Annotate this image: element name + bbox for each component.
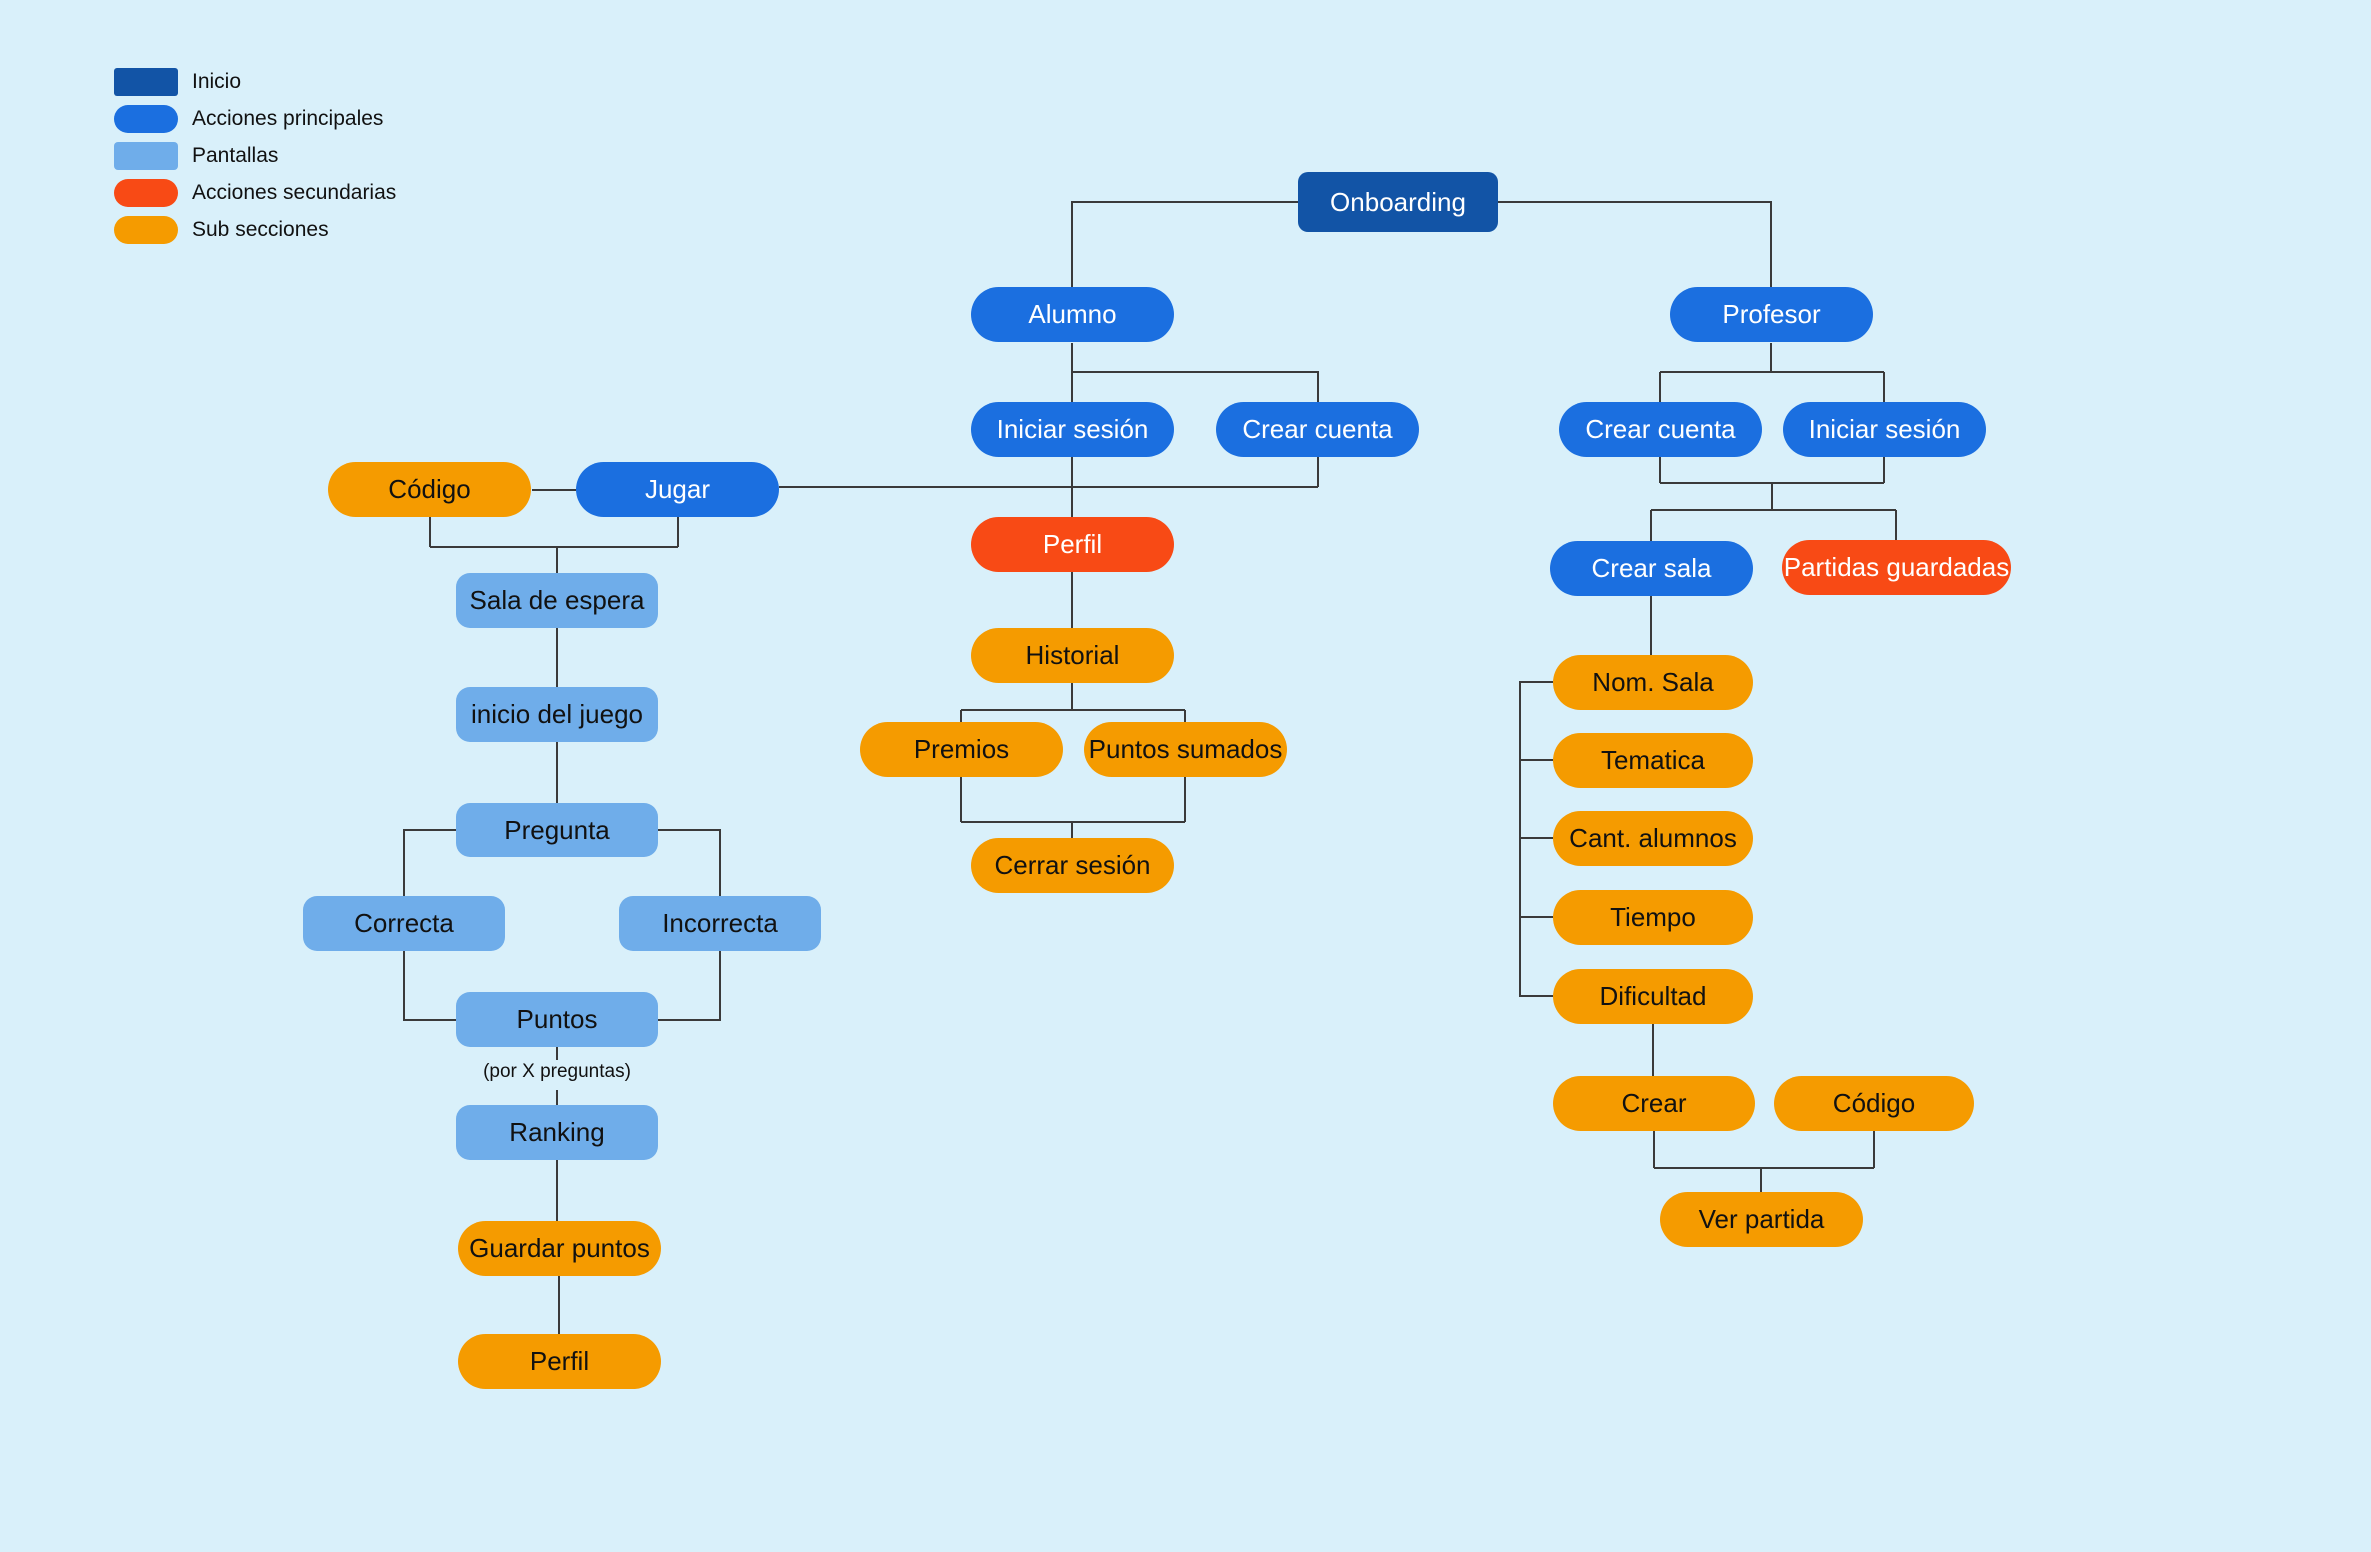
node-perfil-centro: Perfil	[971, 517, 1174, 572]
node-pregunta: Pregunta	[456, 803, 658, 857]
legend-item-inicio: Inicio	[114, 68, 396, 96]
node-ver-partida: Ver partida	[1660, 1192, 1863, 1247]
node-crear: Crear	[1553, 1076, 1755, 1131]
node-codigo-derecha: Código	[1774, 1076, 1974, 1131]
node-jugar: Jugar	[576, 462, 779, 517]
node-dificultad: Dificultad	[1553, 969, 1753, 1024]
legend-swatch-pantallas	[114, 142, 178, 170]
node-tiempo: Tiempo	[1553, 890, 1753, 945]
legend-item-acciones-principales: Acciones principales	[114, 105, 396, 133]
node-alumno: Alumno	[971, 287, 1174, 342]
legend-label: Sub secciones	[192, 218, 329, 241]
legend-item-pantallas: Pantallas	[114, 142, 396, 170]
legend-label: Inicio	[192, 70, 242, 93]
node-premios: Premios	[860, 722, 1063, 777]
legend-item-sub-secciones: Sub secciones	[114, 216, 396, 244]
node-cerrar-sesion: Cerrar sesión	[971, 838, 1174, 893]
legend-label: Acciones principales	[192, 107, 384, 130]
node-profesor: Profesor	[1670, 287, 1873, 342]
legend-swatch-acciones-principales	[114, 105, 178, 133]
node-perfil-izquierda: Perfil	[458, 1334, 661, 1389]
node-sala-de-espera: Sala de espera	[456, 573, 658, 628]
node-profesor-crear-cuenta: Crear cuenta	[1559, 402, 1762, 457]
node-historial: Historial	[971, 628, 1174, 683]
node-partidas-guardadas: Partidas guardadas	[1782, 540, 2011, 595]
node-onboarding: Onboarding	[1298, 172, 1498, 232]
legend-swatch-inicio	[114, 68, 178, 96]
node-incorrecta: Incorrecta	[619, 896, 821, 951]
annotation-por-x-preguntas: (por X preguntas)	[483, 1061, 631, 1082]
node-ranking: Ranking	[456, 1105, 658, 1160]
node-puntos-sumados: Puntos sumados	[1084, 722, 1287, 777]
legend-label: Acciones secundarias	[192, 181, 397, 204]
node-inicio-del-juego: inicio del juego	[456, 687, 658, 742]
node-puntos: Puntos	[456, 992, 658, 1047]
node-tematica: Tematica	[1553, 733, 1753, 788]
legend-swatch-acciones-secundarias	[114, 179, 178, 207]
node-crear-sala: Crear sala	[1550, 541, 1753, 596]
node-correcta: Correcta	[303, 896, 505, 951]
legend-item-acciones-secundarias: Acciones secundarias	[114, 179, 396, 207]
legend-swatch-sub-secciones	[114, 216, 178, 244]
node-alumno-iniciar-sesion: Iniciar sesión	[971, 402, 1174, 457]
node-codigo-izquierda: Código	[328, 462, 531, 517]
node-nom-sala: Nom. Sala	[1553, 655, 1753, 710]
connector-path	[403, 201, 1897, 1334]
legend: Inicio Acciones principales Pantallas Ac…	[114, 68, 396, 253]
legend-label: Pantallas	[192, 144, 279, 167]
node-profesor-iniciar-sesion: Iniciar sesión	[1783, 402, 1986, 457]
node-cant-alumnos: Cant. alumnos	[1553, 811, 1753, 866]
node-alumno-crear-cuenta: Crear cuenta	[1216, 402, 1419, 457]
node-guardar-puntos: Guardar puntos	[458, 1221, 661, 1276]
